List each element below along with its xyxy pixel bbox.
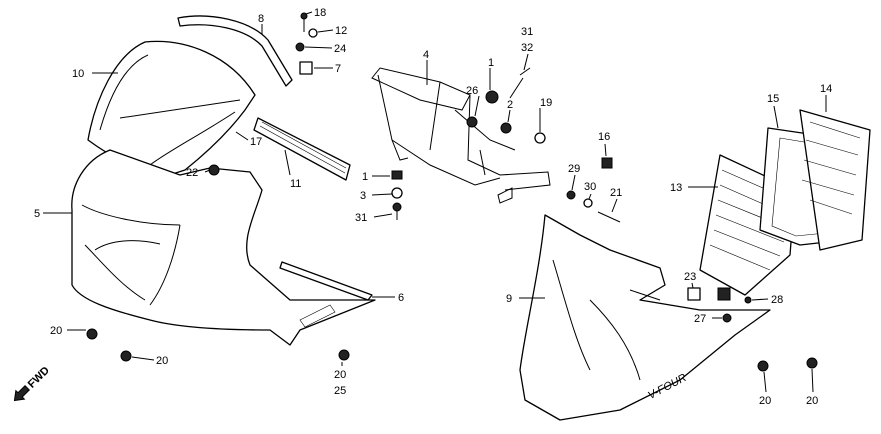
callout-16: 16 [598,131,610,143]
callout-5: 5 [34,208,40,220]
callout-10: 10 [72,68,84,80]
callout-11: 11 [290,178,301,190]
callout-27: 27 [694,313,706,325]
callout-20-a: 20 [50,325,62,337]
upper-trim-strip-part [177,15,293,87]
air-duct-part [799,109,871,251]
callout-6: 6 [398,292,404,304]
callout-20-e: 20 [806,395,818,407]
callout-30: 30 [584,181,596,193]
callout-20-b: 20 [156,355,168,367]
callout-15: 15 [767,93,779,105]
leader-lines [43,11,827,393]
callout-29: 29 [568,163,580,175]
callout-3: 3 [360,190,366,202]
callout-24: 24 [334,43,346,55]
fasteners-group [86,12,818,372]
cowl-stay-bracket-part [371,67,551,204]
callout-12: 12 [335,25,347,37]
callout-1-b: 1 [362,171,368,183]
callout-9: 9 [506,293,512,305]
callout-labels: 18 8 12 24 7 10 17 22 11 5 6 20 20 20 25… [34,7,832,407]
windscreen-trim-part [253,117,351,181]
windscreen-part [87,40,256,179]
callout-13: 13 [670,182,682,194]
callout-26: 26 [466,85,478,97]
callout-2: 2 [507,99,513,111]
callout-4: 4 [423,49,429,61]
callout-17: 17 [250,136,262,148]
callout-21: 21 [610,187,622,199]
callout-23: 23 [684,271,696,283]
callout-32: 32 [521,42,533,54]
lower-cowl-part [519,214,771,421]
fwd-label: FWD [26,364,52,390]
callout-20-d: 20 [759,395,771,407]
callout-19: 19 [540,97,552,109]
callout-8: 8 [258,13,264,25]
callout-14: 14 [820,83,832,95]
callout-31-b: 31 [355,212,367,224]
upper-cowl-part [71,149,376,346]
callout-18: 18 [314,7,326,19]
side-trim-part [279,261,373,301]
forward-direction-indicator: FWD [13,364,52,402]
callout-31-a: 31 [521,26,533,38]
callout-7: 7 [335,63,341,75]
callout-28: 28 [771,294,783,306]
callout-25: 25 [334,385,346,397]
callout-1-a: 1 [488,57,494,69]
callout-22: 22 [186,167,198,179]
callout-20-c: 20 [334,369,346,381]
